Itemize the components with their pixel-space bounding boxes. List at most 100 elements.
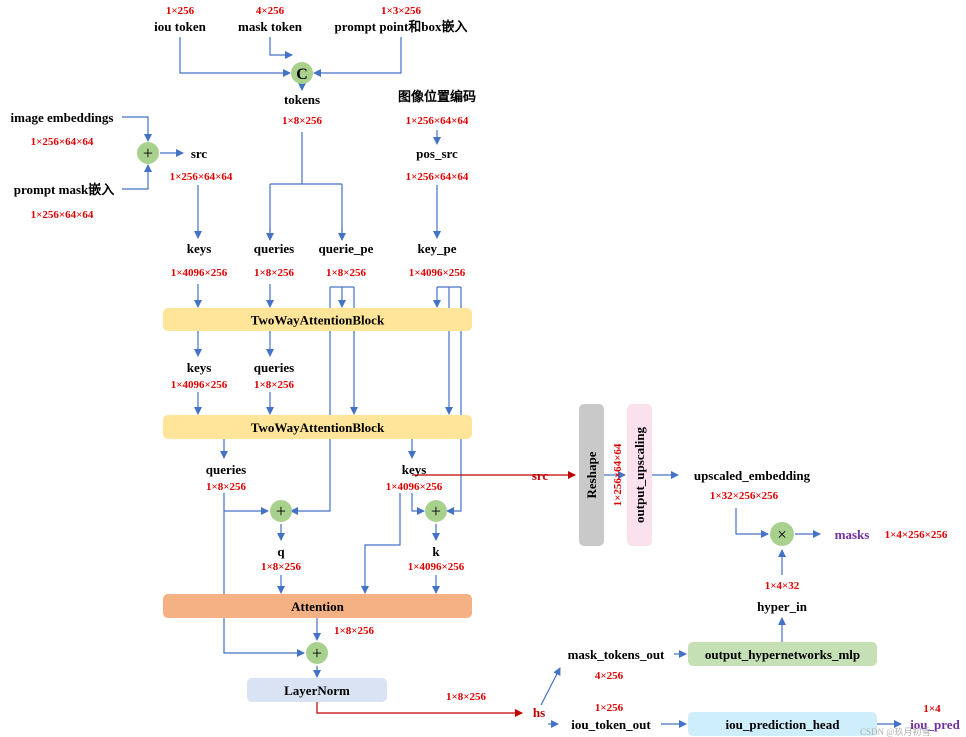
plus-op-k: + — [425, 500, 447, 522]
src-label: src — [191, 146, 208, 161]
concat-symbol: C — [296, 66, 308, 83]
iou-token-out-label: iou_token_out — [571, 717, 651, 732]
tokens-split-lines — [269, 132, 343, 238]
output-upscaling-label: output_upscaling — [632, 426, 647, 523]
plus-symbol-src: + — [143, 143, 153, 163]
hs-label: hs — [533, 705, 545, 720]
plus-symbol-q: + — [276, 501, 286, 521]
arrow-mask-token-to-concat — [269, 37, 293, 59]
iou-pred-shape: 1×4 — [923, 703, 941, 715]
upscaled-embedding-shape: 1×32×256×256 — [710, 490, 779, 502]
attention-out-shape: 1×8×256 — [334, 625, 375, 637]
iou-token-label: iou token — [154, 19, 206, 34]
hyper-in-label: hyper_in — [757, 599, 808, 614]
output-upscaling-block: output_upscaling — [627, 404, 652, 546]
connectors — [122, 37, 902, 728]
keys2-label: keys — [187, 360, 212, 375]
queries-label: queries — [254, 241, 294, 256]
arrow-iou-token-to-concat — [179, 37, 291, 77]
tokens-shape: 1×8×256 — [282, 115, 323, 127]
layernorm-out-shape: 1×8×256 — [446, 691, 487, 703]
layernorm-label: LayerNorm — [284, 683, 350, 698]
pos-encoding-shape: 1×256×64×64 — [406, 115, 469, 127]
arrow-queries-residual — [223, 511, 305, 657]
upscaled-embedding-label: upscaled_embedding — [694, 468, 811, 483]
q-shape: 1×8×256 — [261, 561, 302, 573]
iou-prediction-head-label: iou_prediction_head — [726, 717, 841, 732]
key-pe-label: key_pe — [418, 241, 457, 256]
q-label: q — [277, 544, 285, 559]
reshape-label: Reshape — [584, 451, 599, 498]
plus-op-residual: + — [306, 642, 328, 664]
key-pe-shape: 1×4096×256 — [409, 267, 466, 279]
mask-token-shape: 4×256 — [256, 5, 285, 17]
arrow-layernorm-to-hs — [316, 702, 523, 717]
masks-label: masks — [835, 527, 870, 542]
plus-op-src: + — [137, 142, 159, 164]
arrow-queries-to-plus-q — [223, 493, 269, 515]
keys-label: keys — [187, 241, 212, 256]
iou-token-out-shape: 1×256 — [595, 702, 624, 714]
plus-symbol-residual: + — [312, 643, 322, 663]
arrow-hs-to-mask-tokens — [540, 667, 561, 706]
src-red-label: src — [532, 468, 549, 483]
arrow-keys-value-to-attention — [361, 493, 401, 594]
src-shape: 1×256×64×64 — [170, 171, 233, 183]
arrow-image-emb-to-plus — [122, 116, 152, 142]
arrow-embedding-to-times — [735, 508, 769, 538]
attention-block: Attention — [163, 594, 472, 618]
queries2-shape: 1×8×256 — [254, 379, 295, 391]
prompt-mask-shape: 1×256×64×64 — [31, 209, 94, 221]
queries3-label: queries — [206, 462, 246, 477]
queries3-shape: 1×8×256 — [206, 481, 247, 493]
arrow-keys-to-plus-k — [411, 493, 425, 515]
key-pe-bus-to-plus-k — [446, 287, 462, 515]
reshape-block: Reshape — [579, 404, 604, 546]
iou-token-shape: 1×256 — [166, 5, 195, 17]
attention-label: Attention — [291, 599, 344, 614]
iou-prediction-head-block: iou_prediction_head — [688, 712, 877, 736]
querie-pe-label: querie_pe — [319, 241, 374, 256]
keys3-shape: 1×4096×256 — [386, 481, 443, 493]
hyper-in-shape: 1×4×32 — [765, 580, 800, 592]
pos-src-shape: 1×256×64×64 — [406, 171, 469, 183]
times-op: × — [770, 522, 794, 546]
pos-encoding-label: 图像位置编码 — [398, 89, 476, 104]
tokens-label: tokens — [284, 92, 320, 107]
labels: 1×256 iou token 4×256 mask token 1×3×256… — [11, 5, 961, 737]
twoway-block-2-label: TwoWayAttentionBlock — [251, 420, 385, 435]
querie-pe-bus-to-plus-q — [290, 287, 331, 515]
plus-symbol-k: + — [431, 501, 441, 521]
image-embeddings-shape: 1×256×64×64 — [31, 136, 94, 148]
prompt-point-label: prompt point和box嵌入 — [334, 19, 467, 34]
keys-shape: 1×4096×256 — [171, 267, 228, 279]
k-shape: 1×4096×256 — [408, 561, 465, 573]
queries2-label: queries — [254, 360, 294, 375]
times-symbol: × — [777, 525, 787, 544]
prompt-point-shape: 1×3×256 — [381, 5, 422, 17]
querie-pe-shape: 1×8×256 — [326, 267, 367, 279]
mask-tokens-out-shape: 4×256 — [595, 670, 624, 682]
masks-shape: 1×4×256×256 — [885, 529, 948, 541]
keys3-label: keys — [402, 462, 427, 477]
hypernetworks-mlp-block: output_hypernetworks_mlp — [688, 642, 877, 666]
reshape-shape: 1×256×64×64 — [612, 443, 624, 506]
prompt-mask-label: prompt mask嵌入 — [14, 182, 115, 197]
layernorm-block: LayerNorm — [247, 678, 387, 702]
hypernetworks-mlp-label: output_hypernetworks_mlp — [705, 647, 860, 662]
mask-tokens-out-label: mask_tokens_out — [568, 647, 665, 662]
twoway-block-1: TwoWayAttentionBlock — [163, 308, 472, 331]
keys2-shape: 1×4096×256 — [171, 379, 228, 391]
iou-pred-label: iou_pred — [910, 717, 960, 732]
pos-src-label: pos_src — [416, 146, 458, 161]
arrow-prompt-to-concat — [313, 37, 402, 77]
plus-op-q: + — [270, 500, 292, 522]
k-label: k — [432, 544, 440, 559]
watermark: CSDN @玖月初雪 — [860, 726, 931, 737]
arrow-mask-to-plus — [122, 164, 152, 190]
queries-shape: 1×8×256 — [254, 267, 295, 279]
mask-token-label: mask token — [238, 19, 303, 34]
twoway-block-1-label: TwoWayAttentionBlock — [251, 313, 385, 328]
